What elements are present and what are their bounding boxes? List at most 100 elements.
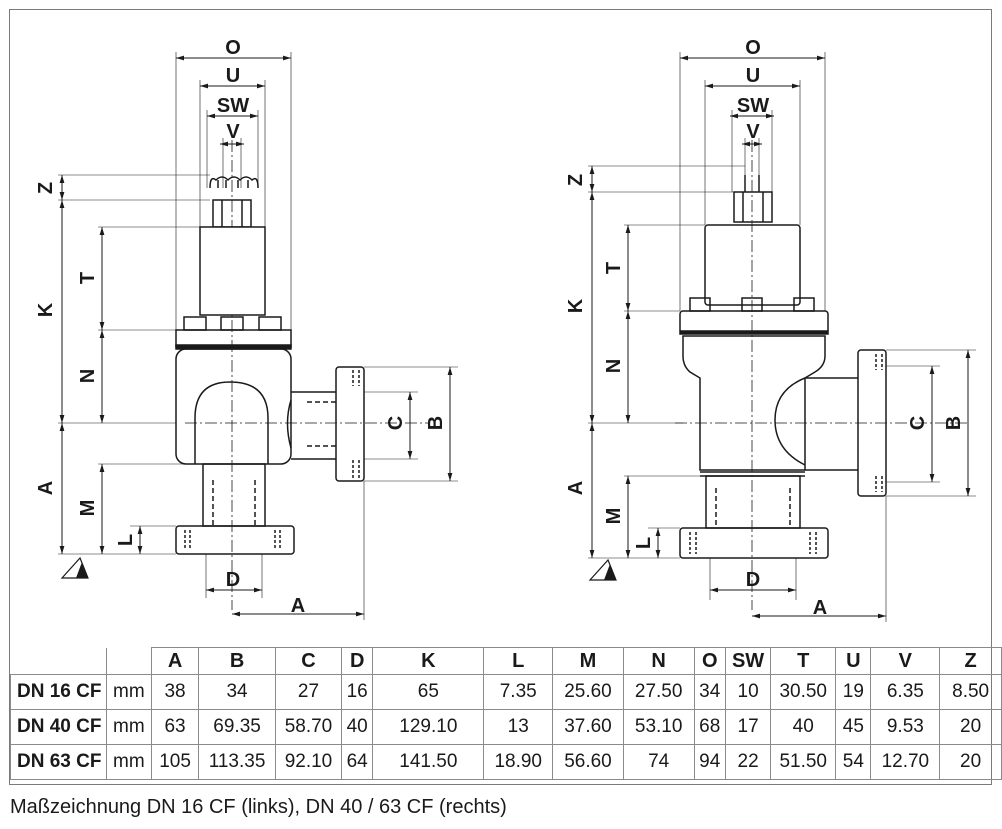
table-cell: 105	[150, 744, 200, 780]
table-cell: 38	[150, 674, 200, 710]
table-cell: 92.10	[274, 744, 342, 780]
left-dimension-lines	[58, 52, 458, 620]
row-label: DN 40 CF	[10, 709, 107, 745]
table-cell: 20	[939, 709, 1002, 745]
header-cell: U	[835, 647, 872, 675]
label-SW: SW	[217, 95, 249, 117]
figure-caption: Maßzeichnung DN 16 CF (links), DN 40 / 6…	[10, 796, 507, 818]
label-U: U	[226, 65, 240, 87]
table-cell: 37.60	[552, 709, 624, 745]
header-cell: M	[552, 647, 624, 675]
table-cell: 56.60	[552, 744, 624, 780]
table-cell: 65	[372, 674, 485, 710]
header-cell: T	[770, 647, 837, 675]
table-cell: 6.35	[870, 674, 941, 710]
table-cell: 54	[835, 744, 872, 780]
table-cell: 18.90	[483, 744, 554, 780]
label-A-vertical: A	[35, 481, 57, 495]
table-row: DN 40 CF mm 63 69.35 58.70 40 129.10 13 …	[10, 709, 1002, 745]
label-A-horizontal-right: A	[813, 597, 827, 619]
right-dimension-lines	[588, 52, 976, 622]
label-O: O	[225, 37, 241, 59]
row-unit: mm	[105, 674, 152, 710]
table-cell: 10	[724, 674, 772, 710]
left-labels: O U SW V Z K T N A M L D A C B	[35, 37, 447, 617]
table-cell: 27	[274, 674, 342, 710]
label-M-right: M	[603, 508, 625, 525]
header-cell: N	[622, 647, 695, 675]
table-cell: 8.50	[939, 674, 1002, 710]
table-cell: 13	[483, 709, 554, 745]
label-A-horizontal: A	[291, 595, 305, 617]
label-D: D	[226, 569, 240, 591]
label-A-vertical-right: A	[565, 481, 587, 495]
table-row: DN 16 CF mm 38 34 27 16 65 7.35 25.60 27…	[10, 674, 1002, 710]
table-cell: 12.70	[870, 744, 941, 780]
label-K-right: K	[565, 298, 587, 313]
label-L: L	[115, 534, 137, 546]
table-cell: 113.35	[198, 744, 276, 780]
label-D-right: D	[746, 569, 760, 591]
label-N: N	[77, 369, 99, 383]
right-valve-drawing	[675, 140, 970, 610]
label-Z: Z	[35, 182, 57, 194]
header-cell: L	[483, 647, 554, 675]
dimension-drawing: O U SW V Z K T N A M L D A C B	[35, 37, 976, 622]
label-B: B	[425, 416, 447, 430]
row-unit: mm	[105, 709, 152, 745]
header-cell: Z	[939, 647, 1002, 675]
table-cell: 34	[693, 674, 726, 710]
row-unit: mm	[105, 744, 152, 780]
header-cell: K	[372, 647, 485, 675]
header-cell: O	[693, 647, 726, 675]
table-cell: 53.10	[622, 709, 695, 745]
table-cell: 63	[150, 709, 200, 745]
dimension-table: A B C D K L M N O SW T U V Z DN 16 CF mm…	[10, 647, 1002, 780]
label-Z-right: Z	[565, 174, 587, 186]
table-cell: 25.60	[552, 674, 624, 710]
table-cell: 94	[693, 744, 726, 780]
label-SW-right: SW	[737, 95, 769, 117]
label-K: K	[35, 302, 57, 317]
table-cell: 17	[724, 709, 772, 745]
label-O-right: O	[745, 37, 761, 59]
table-cell: 58.70	[274, 709, 342, 745]
label-U-right: U	[746, 65, 760, 87]
table-cell: 141.50	[372, 744, 485, 780]
table-cell: 22	[724, 744, 772, 780]
label-C: C	[385, 416, 407, 430]
table-cell: 64	[340, 744, 374, 780]
header-cell: A	[150, 647, 200, 675]
label-C-right: C	[907, 416, 929, 430]
table-cell: 129.10	[372, 709, 485, 745]
label-M: M	[77, 500, 99, 517]
table-header-row: A B C D K L M N O SW T U V Z	[10, 647, 1002, 675]
table-cell: 7.35	[483, 674, 554, 710]
table-cell: 34	[198, 674, 276, 710]
label-T: T	[77, 272, 99, 284]
table-cell: 30.50	[770, 674, 837, 710]
label-V: V	[226, 121, 240, 143]
row-label: DN 63 CF	[10, 744, 107, 780]
table-cell: 68	[693, 709, 726, 745]
right-labels: O U SW V Z K T N A M L D A C B	[565, 37, 965, 619]
table-cell: 27.50	[622, 674, 695, 710]
row-label: DN 16 CF	[10, 674, 107, 710]
left-valve-drawing	[175, 140, 430, 610]
table-cell: 51.50	[770, 744, 837, 780]
label-B-right: B	[943, 416, 965, 430]
header-cell: SW	[724, 647, 772, 675]
table-cell: 20	[939, 744, 1002, 780]
table-cell: 69.35	[198, 709, 276, 745]
header-cell: C	[274, 647, 342, 675]
label-N-right: N	[603, 359, 625, 373]
table-cell: 45	[835, 709, 872, 745]
figure-frame	[9, 9, 992, 785]
header-cell: B	[198, 647, 276, 675]
label-V-right: V	[746, 121, 760, 143]
table-row: DN 63 CF mm 105 113.35 92.10 64 141.50 1…	[10, 744, 1002, 780]
header-cell: D	[340, 647, 374, 675]
table-cell: 40	[340, 709, 374, 745]
header-cell: V	[870, 647, 941, 675]
label-T-right: T	[603, 262, 625, 274]
